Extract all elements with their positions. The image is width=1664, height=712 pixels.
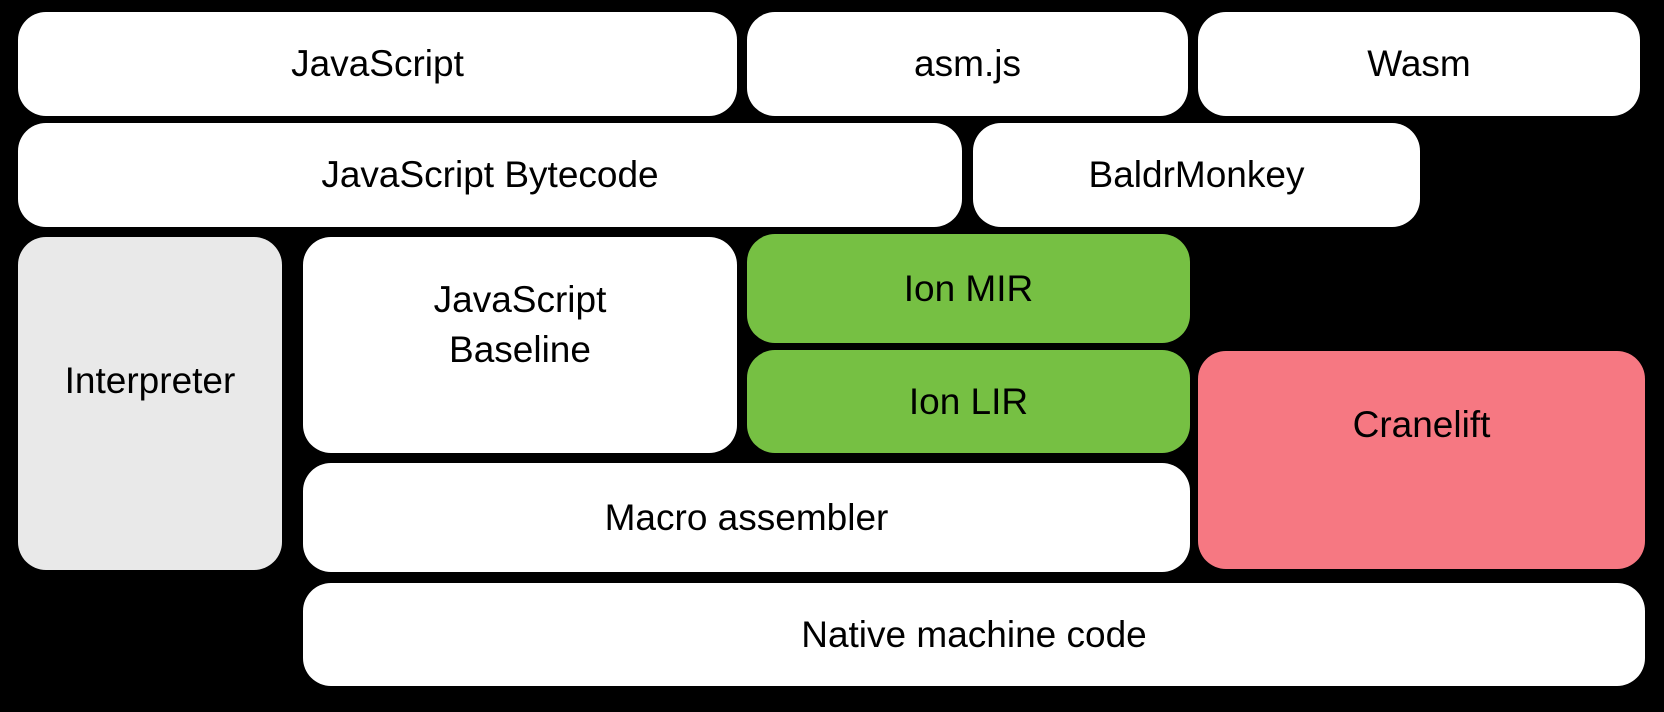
box-baldrmonkey: BaldrMonkey xyxy=(973,123,1420,227)
box-ion-lir: Ion LIR xyxy=(747,350,1190,453)
box-cranelift-label: Cranelift xyxy=(1352,404,1491,446)
box-ion-mir: Ion MIR xyxy=(747,234,1190,343)
box-native-machine-code-label: Native machine code xyxy=(801,613,1147,655)
box-cranelift: Cranelift xyxy=(1198,351,1645,569)
box-interpreter: Interpreter xyxy=(18,237,282,570)
box-wasm-label: Wasm xyxy=(1367,43,1471,85)
box-javascript-label: JavaScript xyxy=(291,43,464,85)
box-javascript-bytecode-label: JavaScript Bytecode xyxy=(321,154,659,196)
box-wasm: Wasm xyxy=(1198,12,1640,116)
box-ion-lir-label: Ion LIR xyxy=(908,380,1029,422)
box-asmjs-label: asm.js xyxy=(914,43,1021,85)
box-javascript: JavaScript xyxy=(18,12,737,116)
box-interpreter-label: Interpreter xyxy=(64,359,236,401)
box-native-machine-code: Native machine code xyxy=(303,583,1645,686)
box-macro-assembler-label: Macro assembler xyxy=(604,496,889,538)
box-baldrmonkey-label: BaldrMonkey xyxy=(1088,154,1305,196)
box-javascript-baseline-label: JavaScript Baseline xyxy=(433,279,607,370)
box-macro-assembler: Macro assembler xyxy=(303,463,1190,572)
box-javascript-baseline: JavaScript Baseline xyxy=(303,237,737,453)
box-javascript-bytecode: JavaScript Bytecode xyxy=(18,123,962,227)
box-asmjs: asm.js xyxy=(747,12,1188,116)
box-ion-mir-label: Ion MIR xyxy=(903,267,1034,309)
